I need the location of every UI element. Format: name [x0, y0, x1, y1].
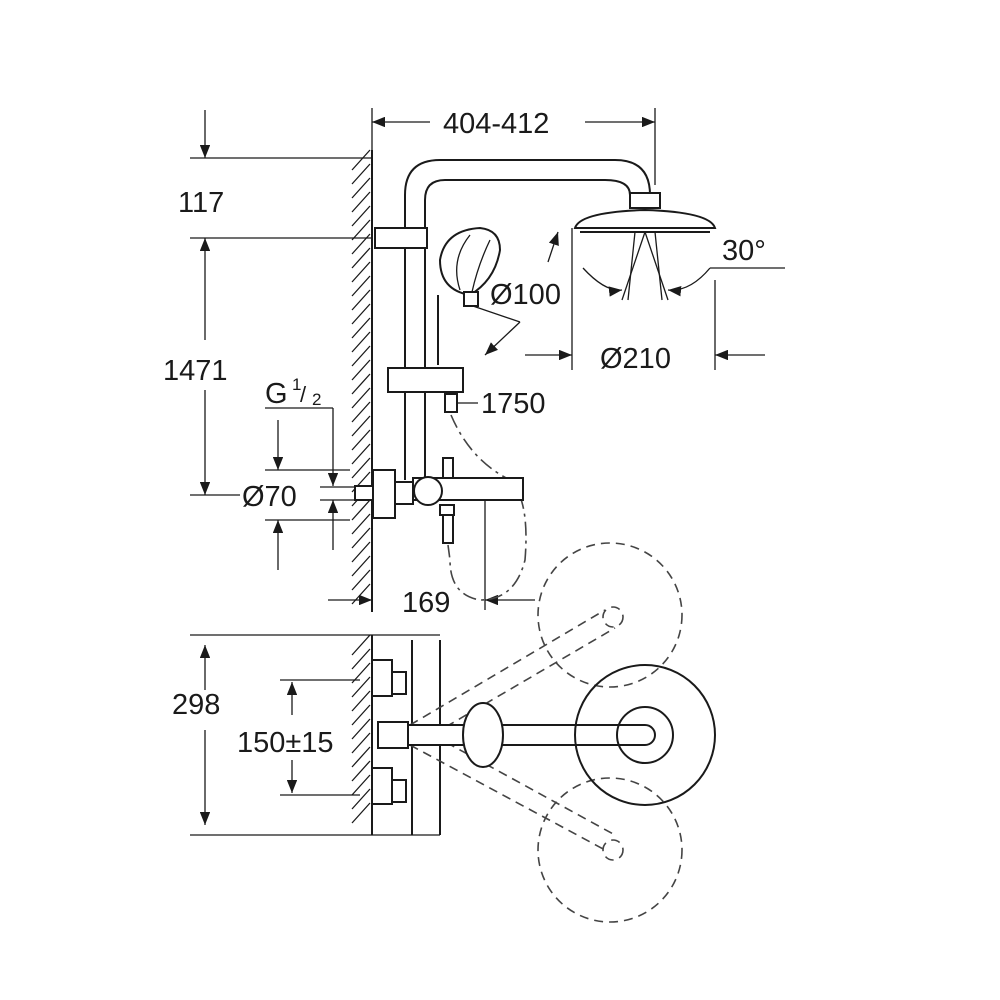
- dim-rosette: Ø70: [242, 481, 297, 513]
- hand-shower: [387, 226, 527, 601]
- wall-hatch-line: [351, 401, 371, 423]
- dim-height: 1471: [163, 355, 228, 387]
- dim-head-shower: Ø210: [600, 343, 671, 375]
- dimension-labels: 404-412 117 1471 G 1 / 2 Ø70 Ø100 Ø210 3…: [163, 108, 766, 759]
- dim-plan-depth: 298: [172, 689, 220, 721]
- wall-hatch-line: [351, 569, 371, 591]
- wall-hatch-line: [351, 247, 371, 269]
- wall-hatch-line: [351, 289, 371, 311]
- wall-hatch-line: [351, 746, 371, 768]
- wall-hatch-line: [351, 513, 371, 535]
- wall-hatch-line: [351, 373, 371, 395]
- wall-hatch-line: [351, 788, 371, 810]
- wall-hatch-line: [351, 163, 371, 185]
- dim-arm-reach: 404-412: [443, 108, 549, 140]
- dim-inlet-centers: 150±15: [237, 727, 334, 759]
- wall-hatch-line: [351, 317, 371, 339]
- wall-hatch-line: [351, 555, 371, 577]
- wall-hatch-line: [351, 387, 371, 409]
- wall-hatch-line: [351, 499, 371, 521]
- wall-hatch-line: [351, 634, 371, 656]
- wall-hatch-line: [351, 149, 371, 171]
- wall-hatch-line: [351, 648, 371, 670]
- fraction-slash: /: [300, 382, 307, 407]
- wall-hatch-line: [351, 261, 371, 283]
- wall-hatch-line: [351, 583, 371, 605]
- wall-hatch-line: [351, 718, 371, 740]
- dimension-lines: [190, 108, 785, 610]
- wall-hatch-line: [351, 415, 371, 437]
- wall-hatch-line: [351, 457, 371, 479]
- dim-hand-shower: Ø100: [490, 279, 561, 311]
- wall-hatch-line: [351, 527, 371, 549]
- wall-hatch-line: [351, 774, 371, 796]
- plan-view: [190, 542, 716, 923]
- dim-top-offset: 117: [178, 187, 224, 219]
- thermostat-mixer: [354, 457, 524, 544]
- dim-spout: 169: [402, 587, 450, 619]
- wall-hatch-line: [351, 303, 371, 325]
- wall-hatch-line: [351, 233, 371, 255]
- dim-hose: 1750: [481, 388, 546, 420]
- wall-hatch-line: [351, 732, 371, 754]
- wall-hatch-line: [351, 275, 371, 297]
- wall-hatch-line: [351, 429, 371, 451]
- wall-hatch-line: [351, 345, 371, 367]
- wall-hatch-line: [351, 662, 371, 684]
- wall-hatch-line: [351, 205, 371, 227]
- wall-hatch-line: [351, 359, 371, 381]
- dim-thread: G: [265, 378, 288, 410]
- wall-hatch-line: [351, 676, 371, 698]
- wall-elevation: [351, 149, 373, 612]
- shower-riser: [374, 159, 717, 480]
- wall-hatch-line: [351, 191, 371, 213]
- wall-hatch-line: [351, 177, 371, 199]
- wall-hatch-line: [351, 690, 371, 712]
- wall-hatch-line: [351, 219, 371, 241]
- dim-thread-sup: 1: [292, 375, 301, 394]
- wall-hatch-line: [351, 443, 371, 465]
- dim-tilt: 30°: [722, 235, 766, 267]
- dim-thread-sub: 2: [312, 390, 321, 409]
- wall-hatch-line: [351, 541, 371, 563]
- wall-hatch-line: [351, 331, 371, 353]
- wall-hatch-line: [351, 760, 371, 782]
- wall-hatch-line: [351, 802, 371, 824]
- wall-hatch-line: [351, 704, 371, 726]
